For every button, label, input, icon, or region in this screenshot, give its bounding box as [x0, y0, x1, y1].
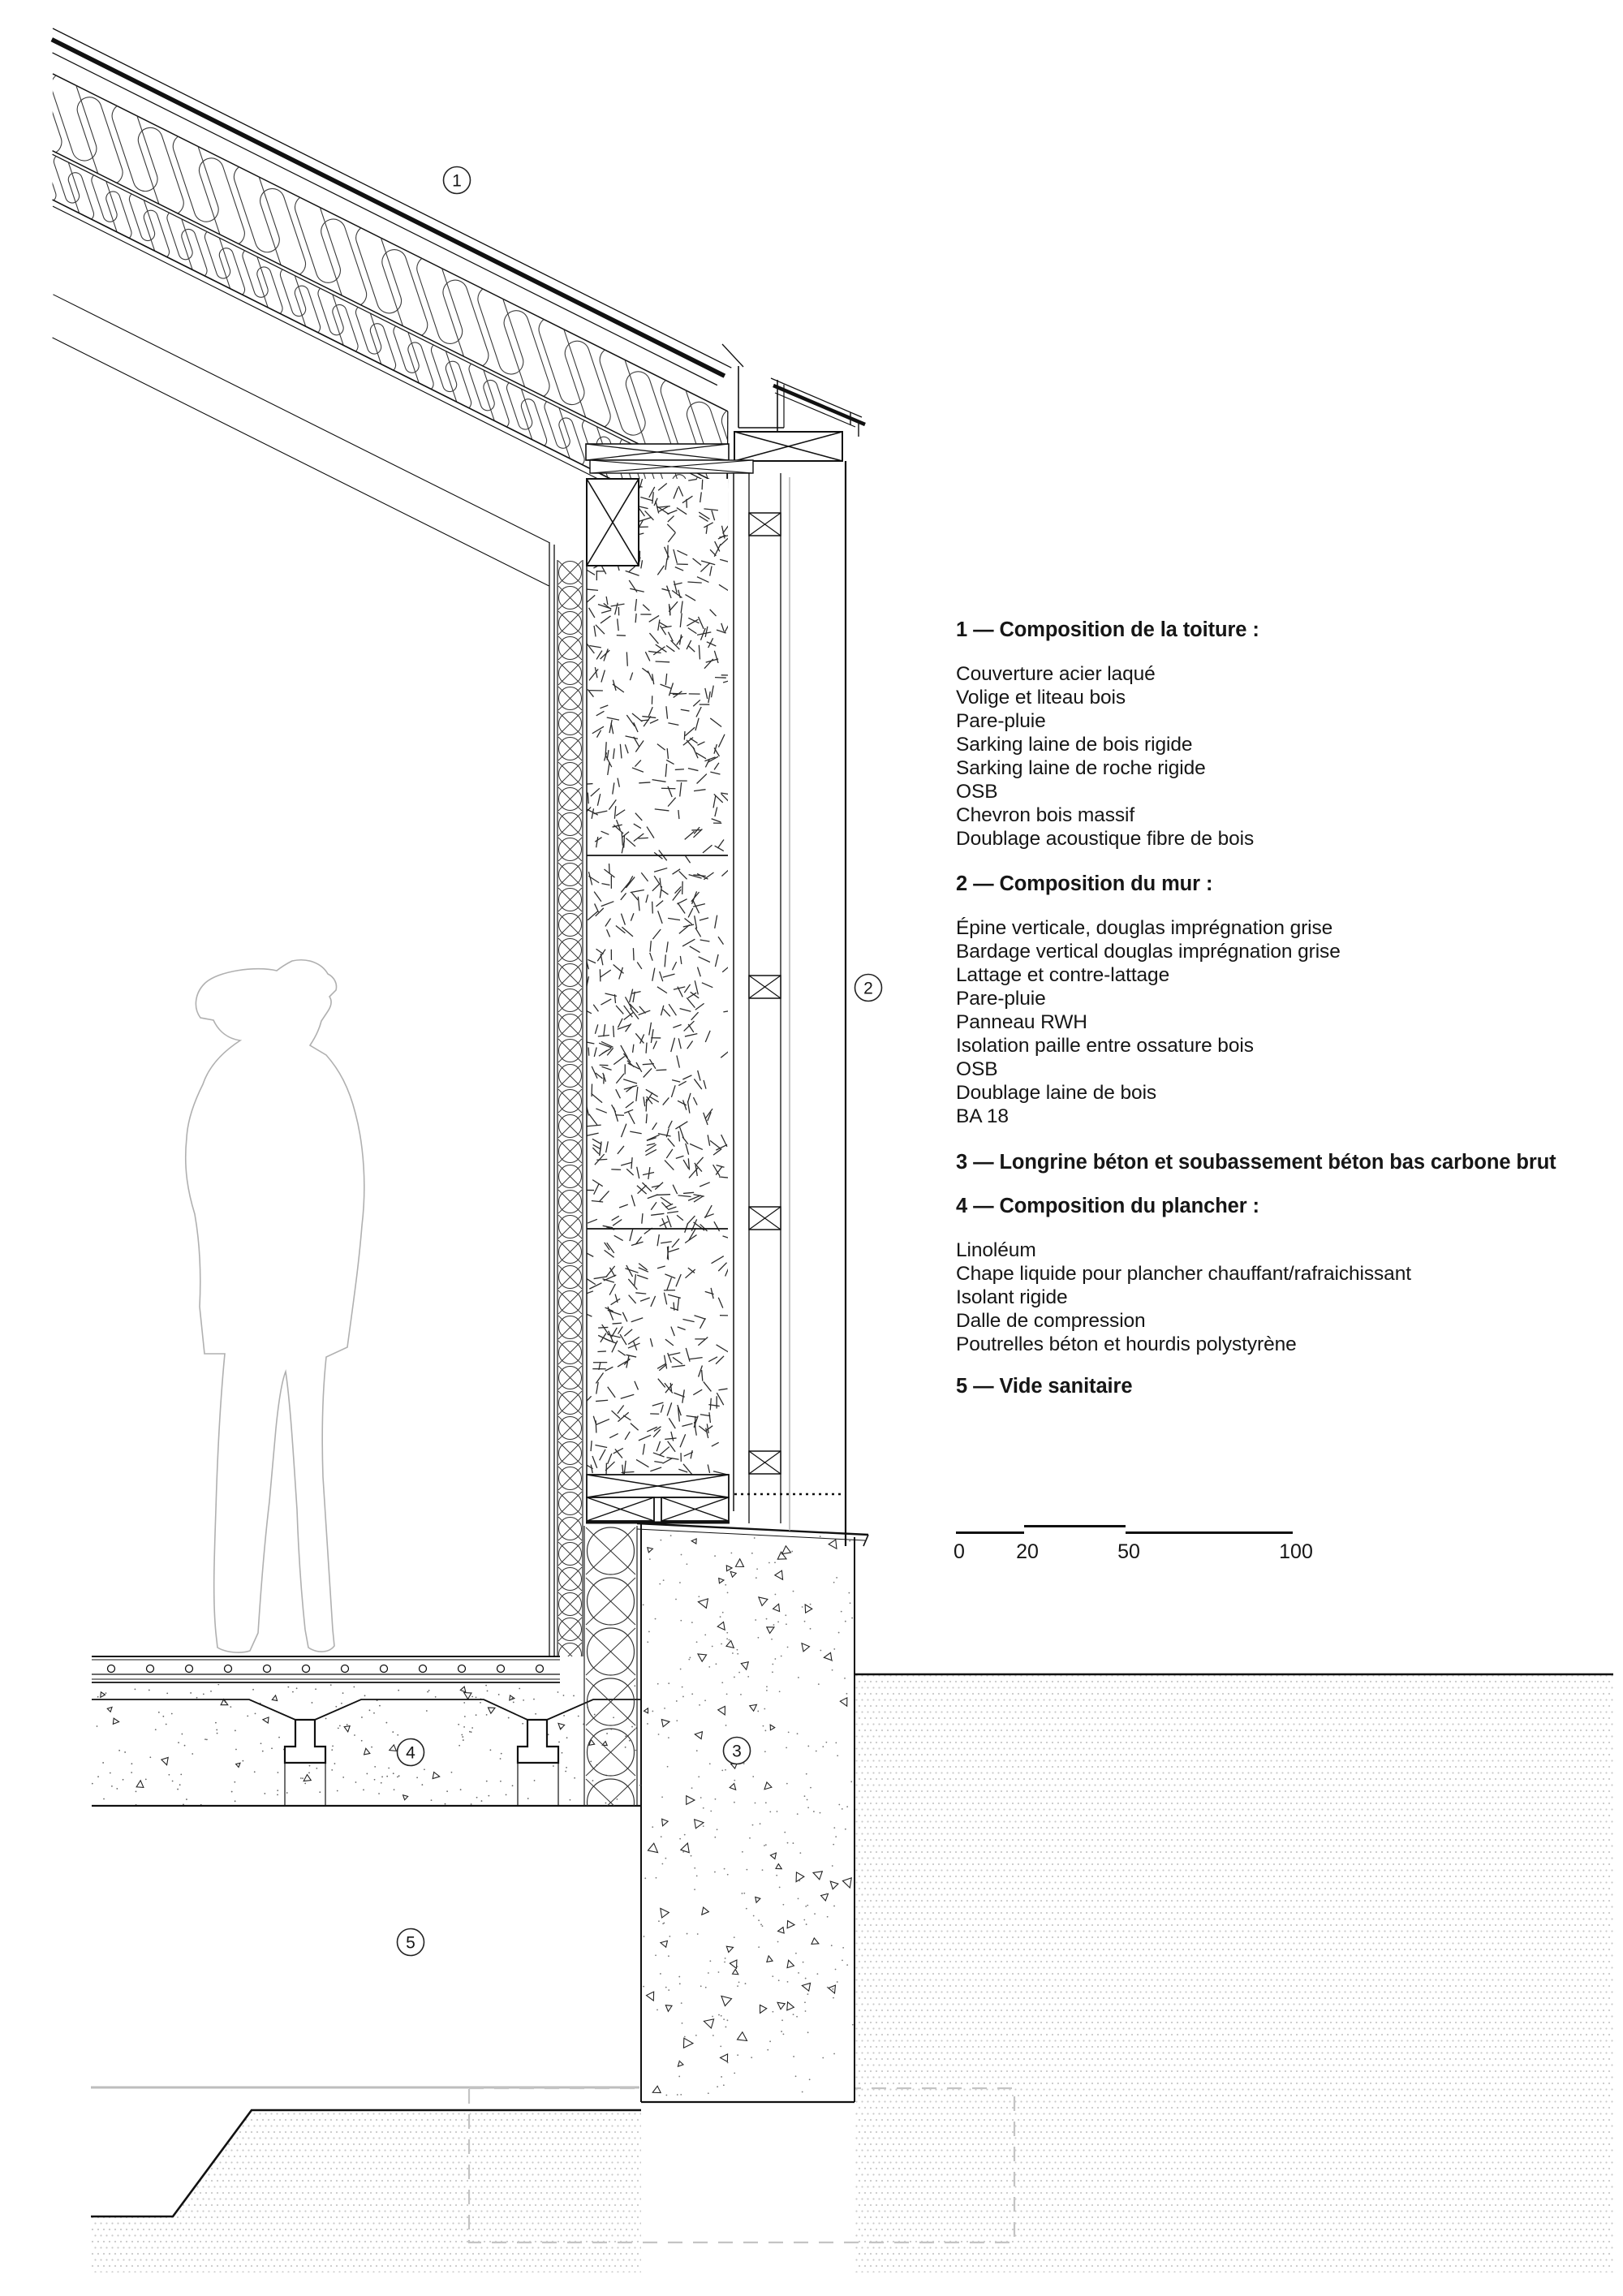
legend-item: Couverture acier laqué [956, 663, 1156, 685]
legend-item: Bardage vertical douglas imprégnation gr… [956, 941, 1341, 963]
ceiling-line [52, 337, 549, 587]
callout-1: 1 [442, 166, 471, 195]
poutrelle-beam [283, 1718, 327, 1764]
wall-doublage-insulation [549, 542, 638, 1806]
legend-item: Poutrelles béton et hourdis polystyrène [956, 1333, 1297, 1355]
wall-cladding-layers [726, 437, 847, 1546]
wall-straw-infill [586, 479, 728, 1475]
legend-item: Doublage laine de bois [956, 1082, 1157, 1104]
legend-section-3: 3 — Longrine béton et soubassement béton… [956, 1151, 1613, 1174]
legend-section-title: 2 — Composition du mur : [956, 872, 1213, 895]
callout-4: 4 [396, 1738, 425, 1767]
poutrelle-beam [516, 1718, 560, 1764]
scale-bar-segment [956, 1531, 1024, 1534]
callout-number: 4 [406, 1744, 415, 1763]
scale-bar-segment [1126, 1531, 1293, 1534]
ground-hatch [91, 1673, 1613, 2272]
callout-3: 3 [722, 1736, 751, 1765]
legend-item: Volige et liteau bois [956, 687, 1126, 709]
legend-item: Dalle de compression [956, 1310, 1146, 1332]
legend-item: OSB [956, 781, 998, 803]
hidden-footing-dashed [467, 2087, 1016, 2244]
legend-section-title: 1 — Composition de la toiture : [956, 618, 1259, 641]
scale-label: 20 [1016, 1540, 1039, 1563]
callout-5: 5 [396, 1928, 425, 1957]
scale-label: 50 [1117, 1540, 1140, 1563]
callout-number: 3 [732, 1742, 742, 1761]
legend-section-5: 5 — Vide sanitaire [956, 1375, 1613, 1398]
floor-assembly [92, 1656, 641, 1807]
legend-item: Isolation paille entre ossature bois [956, 1035, 1254, 1057]
legend-section-2: 2 — Composition du mur : Épine verticale,… [956, 872, 1613, 1128]
person-silhouette [184, 959, 365, 1653]
legend-item: Pare-pluie [956, 988, 1046, 1010]
legend-item: Lattage et contre-lattage [956, 964, 1170, 986]
legend-section-title: 3 — Longrine béton et soubassement béton… [956, 1151, 1556, 1174]
legend-item: BA 18 [956, 1105, 1009, 1127]
callout-number: 5 [406, 1934, 415, 1953]
legend-item: Pare-pluie [956, 710, 1046, 732]
legend-item: Isolant rigide [956, 1286, 1068, 1308]
legend-section-title: 4 — Composition du plancher : [956, 1195, 1259, 1217]
legend-item: Sarking laine de bois rigide [956, 734, 1193, 756]
wood-blocking [585, 431, 843, 1522]
legend-item: Épine verticale, douglas imprégnation gr… [956, 917, 1333, 939]
legend-item: Chape liquide pour plancher chauffant/ra… [956, 1263, 1411, 1285]
callouts: 1 2 3 4 5 [396, 166, 883, 1957]
scale-label: 0 [954, 1540, 965, 1563]
legend-item: Chevron bois massif [956, 804, 1135, 826]
legend-item: Panneau RWH [956, 1011, 1087, 1033]
scale-bar-segment [1024, 1525, 1126, 1527]
legend-item: OSB [956, 1058, 998, 1080]
legend-section-title: 5 — Vide sanitaire [956, 1375, 1133, 1398]
ceiling-line [53, 294, 550, 544]
legend-item: Sarking laine de roche rigide [956, 757, 1206, 779]
legend-section-1: 1 — Composition de la toiture : Couvertur… [956, 618, 1613, 851]
foundation-longrine [636, 1522, 869, 2104]
legend-item: Linoléum [956, 1239, 1036, 1261]
callout-number: 2 [863, 980, 873, 998]
eave-detail [721, 343, 866, 437]
callout-2: 2 [854, 973, 883, 1002]
callout-number: 1 [452, 172, 462, 191]
legend-item: Doublage acoustique fibre de bois [956, 828, 1255, 850]
scale-label: 100 [1279, 1540, 1313, 1563]
